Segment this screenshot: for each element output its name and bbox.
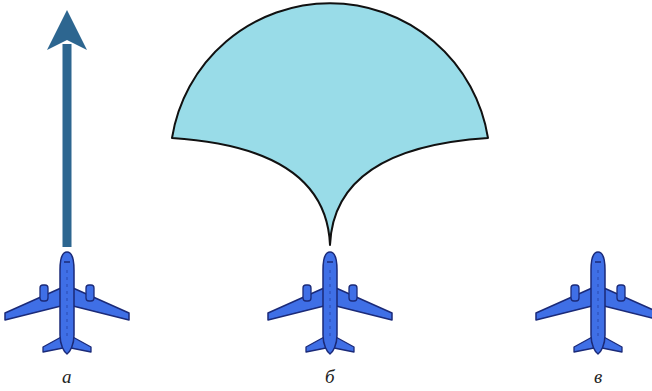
panel-label: б [325,367,335,386]
airplane [536,252,652,354]
airplane [5,252,129,354]
sector-region [172,3,488,245]
direction-arrow [63,44,72,247]
panel-label: в [594,367,602,386]
panel-label: а [62,367,72,386]
airplane [268,252,392,354]
arrow-head [47,10,87,50]
